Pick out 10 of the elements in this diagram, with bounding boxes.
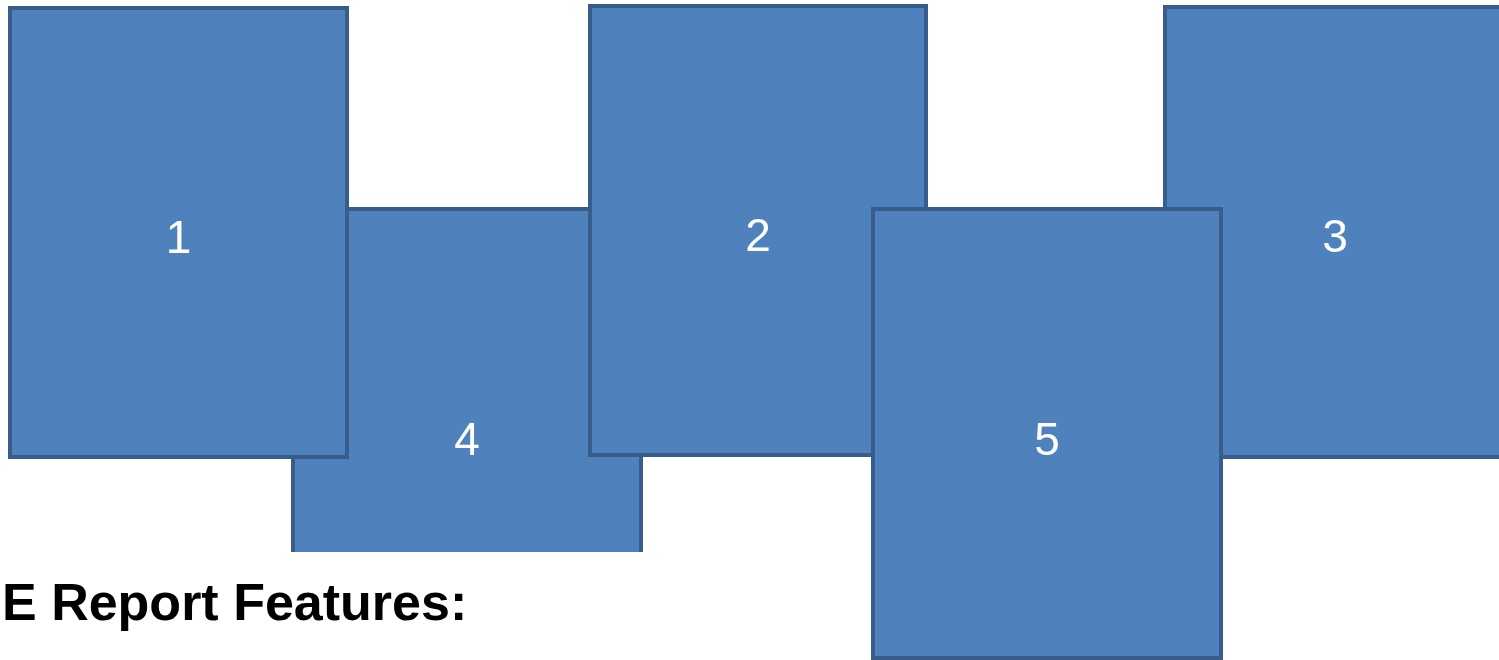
process-box — [871, 207, 1223, 660]
box-label: 4 — [453, 414, 481, 464]
process-box — [8, 6, 349, 459]
box-label: 5 — [1033, 414, 1061, 464]
process-box — [588, 4, 928, 457]
heading-text: E Report Features: — [2, 572, 468, 632]
box-label: 3 — [1321, 211, 1349, 261]
box-label: 2 — [744, 210, 772, 260]
process-box — [1163, 5, 1499, 459]
box-label: 1 — [164, 212, 193, 262]
